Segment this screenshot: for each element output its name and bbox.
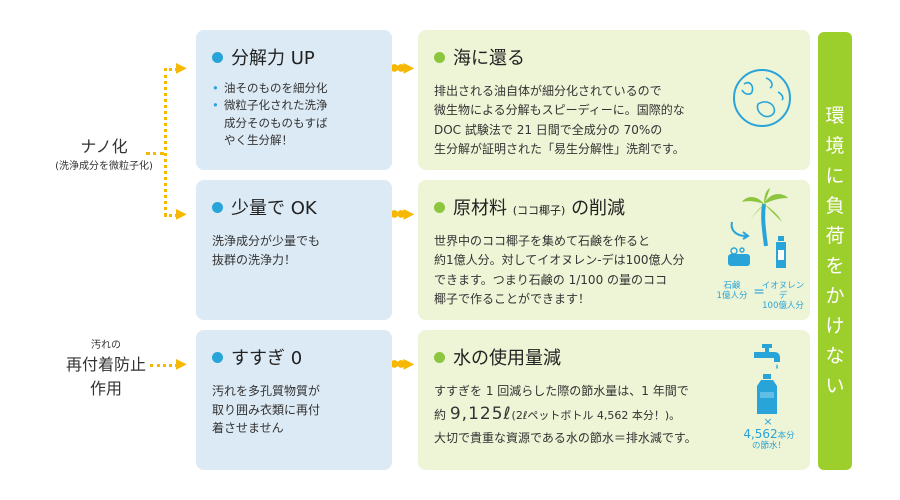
redeposit-pre-text: 汚れの	[91, 340, 121, 351]
small-amount-body: 洗浄成分が少量でも 抜群の洗浄力！	[212, 232, 376, 269]
banner-char: い	[825, 375, 845, 397]
blue-box-small-amount-title-row: 少量で OK	[212, 194, 376, 220]
green-box-raw-material: 原材料 (ココ椰子) の削減 世界中のココ椰子を集めて石鹸を作ると 約1億人分。…	[418, 180, 810, 320]
connector-mid-branch	[164, 214, 178, 217]
arrow-4: ●●▶	[390, 60, 414, 76]
green-box-sea-title-row: 海に還る	[434, 44, 794, 70]
rinse-body: 汚れを多孔質物質が 取り囲み衣類に再付 着させません	[212, 382, 376, 438]
water-times-symbol: ×	[763, 415, 773, 428]
body-line: 約1億人分。対してイオヌレン-デは100億人分	[434, 253, 685, 268]
blue-box-small-amount: 少量で OK 洗浄成分が少量でも 抜群の洗浄力！	[196, 180, 392, 320]
body-line: 汚れを多孔質物質が	[212, 384, 321, 398]
body-line: 排出される油自体が細分化されているので	[434, 84, 662, 98]
bottle-icon	[776, 236, 786, 268]
green-box-return-to-sea: 海に還る 排出される油自体が細分化されているので 微生物による分解もスピーディー…	[418, 30, 810, 170]
environment-banner: 環境に負荷をかけない	[818, 32, 852, 470]
green-box-water-title-row: 水の使用量減	[434, 344, 794, 370]
body-line: 抜群の洗浄力！	[212, 252, 297, 267]
green-box-raw-title-row: 原材料 (ココ椰子) の削減	[434, 194, 794, 220]
bullet-item: 油そのものを細分化	[212, 80, 376, 98]
banner-char: に	[825, 165, 845, 187]
body-line: 取り囲み衣類に再付	[212, 402, 321, 417]
banner-char: け	[825, 315, 845, 337]
banner-char: を	[825, 255, 845, 277]
body-line: 微生物による分解もスピーディーに。国際的な	[434, 103, 685, 118]
arrow-6: ●●▶	[390, 356, 414, 372]
blue-box-decomposition-title-row: 分解力 UP	[212, 44, 376, 70]
blue-box-rinse-title: すすぎ 0	[231, 348, 303, 369]
body-line: できます。つまり石鹸の 1/100 の量のココ	[434, 272, 668, 287]
raw-material-body: 世界中のココ椰子を集めて石鹸を作ると 約1億人分。対してイオヌレン-デは100億…	[434, 232, 724, 310]
banner-char: 負	[825, 195, 845, 217]
blue-box-decomposition-title: 分解力 UP	[231, 48, 315, 69]
body-line: DOC 試験法で 21 日間で全成分の 70%の	[434, 122, 663, 137]
connector-top-branch	[164, 68, 178, 71]
green-box-sea-title: 海に還る	[453, 48, 525, 69]
body-line: 生分解が証明された「易生分解性」洗剤です。	[434, 142, 685, 157]
blue-dot-icon	[212, 51, 223, 63]
nano-label: ナノ化 (洗浄成分を微粒子化)	[44, 133, 164, 172]
green-dot-icon	[434, 351, 445, 363]
redeposit-main-text-2: 作用	[89, 379, 122, 398]
body-line: 着させません	[212, 421, 284, 436]
banner-char: 荷	[825, 225, 845, 247]
redeposit-label: 汚れの 再付着防止 作用	[56, 336, 156, 399]
blue-box-small-amount-title: 少量で OK	[231, 198, 317, 219]
connector-nano-horizontal	[146, 152, 164, 155]
soap-icon	[728, 247, 750, 266]
palm-tree-icon	[742, 188, 788, 247]
banner-char: 境	[825, 135, 845, 157]
blue-dot-icon	[212, 351, 223, 363]
green-box-water-reduction: 水の使用量減 すすぎを 1 回減らした際の節水量は、1 年間で 約 9,125ℓ…	[418, 330, 810, 470]
equals-sign: =	[753, 284, 765, 300]
water-count-label: 4,562本分の節水！	[743, 427, 795, 451]
water-body: すすぎを 1 回減らした際の節水量は、1 年間で 約 9,125ℓ(2ℓペットボ…	[434, 382, 744, 448]
water-bottle-icon	[757, 374, 777, 414]
refresh-arrow-icon	[730, 221, 750, 240]
nano-main-text: ナノ化	[80, 137, 128, 156]
connector-redeposit	[150, 364, 178, 367]
body-line: すすぎを 1 回減らした際の節水量は、1 年間で	[434, 384, 689, 398]
body-line: 洗浄成分が少量でも	[212, 234, 321, 248]
green-dot-icon	[434, 51, 445, 63]
sea-body: 排出される油自体が細分化されているので 微生物による分解もスピーディーに。国際的…	[434, 82, 724, 160]
nano-sub-text: (洗浄成分を微粒子化)	[55, 161, 153, 172]
arrow-1: ▶	[176, 60, 187, 76]
green-box-water-title: 水の使用量減	[453, 348, 561, 369]
body-line: 椰子で作ることができます！	[434, 292, 591, 307]
faucet-icon	[754, 344, 780, 369]
connector-vertical	[164, 68, 167, 216]
blue-box-decomposition: 分解力 UP 油そのものを細分化 微粒子化された洗浄成分そのものもすばやく生分解…	[196, 30, 392, 170]
green-box-raw-title: 原材料 (ココ椰子) の削減	[453, 198, 626, 219]
body-line: 世界中のココ椰子を集めて石鹸を作ると	[434, 234, 651, 248]
blue-box-rinse: すすぎ 0 汚れを多孔質物質が 取り囲み衣類に再付 着させません	[196, 330, 392, 470]
banner-char: か	[825, 285, 845, 307]
arrow-2: ▶	[176, 206, 187, 222]
body-line: 大切で貴重な資源である水の節水＝排水減です。	[434, 430, 697, 445]
redeposit-main-text-1: 再付着防止	[65, 355, 146, 374]
arrow-5: ●●▶	[390, 206, 414, 222]
blue-dot-icon	[212, 201, 223, 213]
banner-char: 環	[825, 105, 845, 127]
banner-char: な	[825, 345, 845, 367]
earth-icon	[733, 69, 791, 127]
body-line: 約 9,125ℓ(2ℓペットボトル 4,562 本分！)。	[434, 404, 681, 425]
arrow-3: ▶	[176, 356, 187, 372]
green-dot-icon	[434, 201, 445, 213]
blue-box-rinse-title-row: すすぎ 0	[212, 344, 376, 370]
